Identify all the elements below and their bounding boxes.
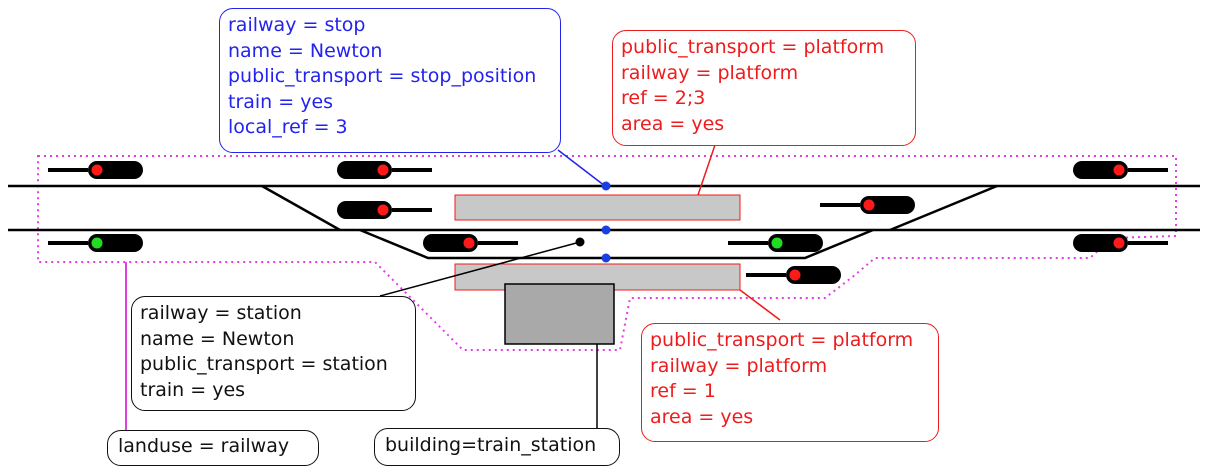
tag-line: public_transport = platform	[621, 36, 885, 58]
connector-stop	[557, 149, 606, 187]
connector-platform-bottom	[739, 289, 781, 321]
tag-line: railway = stop	[228, 14, 366, 36]
platform-1-tags: public_transport = platform railway = pl…	[641, 323, 939, 442]
tag-line: ref = 1	[650, 380, 716, 402]
signal-10	[746, 266, 841, 284]
stop-position-tags: railway = stop name = Newton public_tran…	[219, 8, 561, 153]
signal-9	[1073, 234, 1168, 252]
landuse-tag: landuse = railway	[107, 430, 319, 466]
signal-6	[48, 234, 143, 252]
tag-line: train = yes	[140, 378, 246, 401]
siding-track	[359, 228, 874, 260]
tag-line: area = yes	[621, 112, 725, 135]
tag-line: ref = 2;3	[621, 87, 706, 109]
crossover-left	[261, 184, 341, 232]
station-tags: railway = station name = Newton public_t…	[131, 296, 416, 411]
tag-line: public_transport = platform	[650, 329, 914, 351]
stop-node-siding	[601, 253, 611, 263]
tag-line: public_transport = station	[140, 353, 388, 375]
tag-line: local_ref = 3	[228, 116, 348, 138]
connector-platform-top	[697, 144, 716, 196]
signal-3	[1073, 161, 1168, 179]
stop-node-track-lower	[601, 225, 611, 235]
tag-line: train = yes	[228, 90, 334, 113]
signal-8	[728, 234, 823, 252]
building-tag: building=train_station	[374, 428, 620, 466]
signal-7	[423, 234, 518, 252]
tag-line: building=train_station	[385, 434, 597, 456]
tag-line: railway = platform	[621, 61, 799, 84]
stop-node-track-upper	[601, 181, 611, 191]
station-building	[504, 283, 615, 345]
platform-2-3	[454, 194, 741, 221]
tag-line: name = Newton	[228, 39, 383, 62]
tag-line: name = Newton	[140, 327, 295, 350]
tag-line: area = yes	[650, 405, 754, 428]
signal-5	[820, 196, 915, 214]
signal-2	[337, 161, 432, 179]
connector-station	[379, 241, 581, 297]
signal-1	[48, 161, 143, 179]
tag-line: public_transport = stop_position	[228, 65, 537, 87]
tag-line: railway = platform	[650, 354, 828, 377]
crossover-right	[889, 184, 998, 232]
tag-line: railway = station	[140, 302, 302, 324]
station-node	[575, 237, 585, 247]
tag-line: landuse = railway	[118, 435, 290, 457]
signal-4	[337, 201, 432, 219]
platform-2-3-tags: public_transport = platform railway = pl…	[612, 30, 916, 146]
